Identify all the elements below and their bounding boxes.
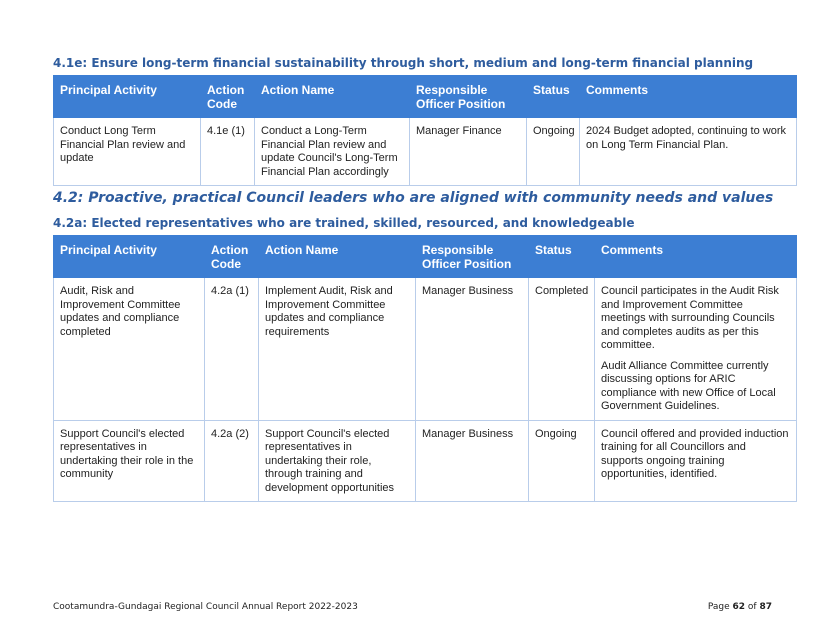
table-row: Audit, Risk and Improvement Committee up… (53, 277, 797, 421)
cell-comments: 2024 Budget adopted, continuing to work … (579, 117, 797, 186)
cell-action: Implement Audit, Risk and Improvement Co… (258, 277, 416, 421)
col-principal-activity: Principal Activity (53, 75, 201, 118)
table-42a: Principal Activity Action Code Action Na… (53, 235, 797, 502)
page-of: of (745, 602, 760, 612)
col-status: Status (526, 75, 580, 118)
cell-code: 4.2a (2) (204, 419, 259, 502)
col-responsible-officer: Responsible Officer Position (415, 235, 529, 278)
section-42a-heading: 4.2a: Elected representatives who are tr… (53, 216, 635, 230)
cell-status: Completed (528, 277, 595, 421)
col-principal-activity: Principal Activity (53, 235, 205, 278)
section-42-heading: 4.2: Proactive, practical Council leader… (53, 190, 774, 206)
cell-status: Ongoing (526, 117, 580, 186)
cell-comments: Council offered and provided induction t… (594, 419, 797, 502)
section-41e-heading: 4.1e: Ensure long-term financial sustain… (53, 56, 754, 70)
cell-comments: Council participates in the Audit Risk a… (594, 277, 797, 421)
cell-activity: Audit, Risk and Improvement Committee up… (53, 277, 205, 421)
table-41e: Principal Activity Action Code Action Na… (53, 75, 797, 186)
col-action-name: Action Name (254, 75, 410, 118)
comment-paragraph: 2024 Budget adopted, continuing to work … (586, 125, 786, 151)
cell-officer: Manager Finance (409, 117, 527, 186)
col-action-code: Action Code (200, 75, 255, 118)
current-page: 62 (732, 602, 746, 612)
cell-officer: Manager Business (415, 277, 529, 421)
col-comments: Comments (579, 75, 797, 118)
table-row: Conduct Long Term Financial Plan review … (53, 117, 797, 186)
page-prefix: Page (707, 602, 733, 612)
cell-status: Ongoing (528, 419, 595, 502)
cell-code: 4.1e (1) (200, 117, 255, 186)
table-header-row: Principal Activity Action Code Action Na… (53, 235, 797, 278)
total-pages: 87 (759, 602, 772, 612)
cell-activity: Support Council's elected representative… (53, 419, 205, 502)
col-responsible-officer: Responsible Officer Position (409, 75, 527, 118)
col-status: Status (528, 235, 595, 278)
footer-report-title: Cootamundra-Gundagai Regional Council An… (53, 602, 358, 612)
cell-activity: Conduct Long Term Financial Plan review … (53, 117, 201, 186)
cell-officer: Manager Business (415, 419, 529, 502)
comment-paragraph: Council offered and provided induction t… (601, 427, 789, 481)
comment-paragraph: Council participates in the Audit Risk a… (601, 285, 779, 351)
cell-action: Support Council's elected representative… (258, 419, 416, 502)
table-header-row: Principal Activity Action Code Action Na… (53, 75, 797, 118)
col-action-code: Action Code (204, 235, 259, 278)
table-row: Support Council's elected representative… (53, 419, 797, 502)
comment-paragraph: Audit Alliance Committee currently discu… (601, 359, 776, 413)
col-action-name: Action Name (258, 235, 416, 278)
col-comments: Comments (594, 235, 797, 278)
cell-code: 4.2a (1) (204, 277, 259, 421)
footer-page-number: Page 62 of 87 (708, 602, 772, 612)
cell-action: Conduct a Long-Term Financial Plan revie… (254, 117, 410, 186)
